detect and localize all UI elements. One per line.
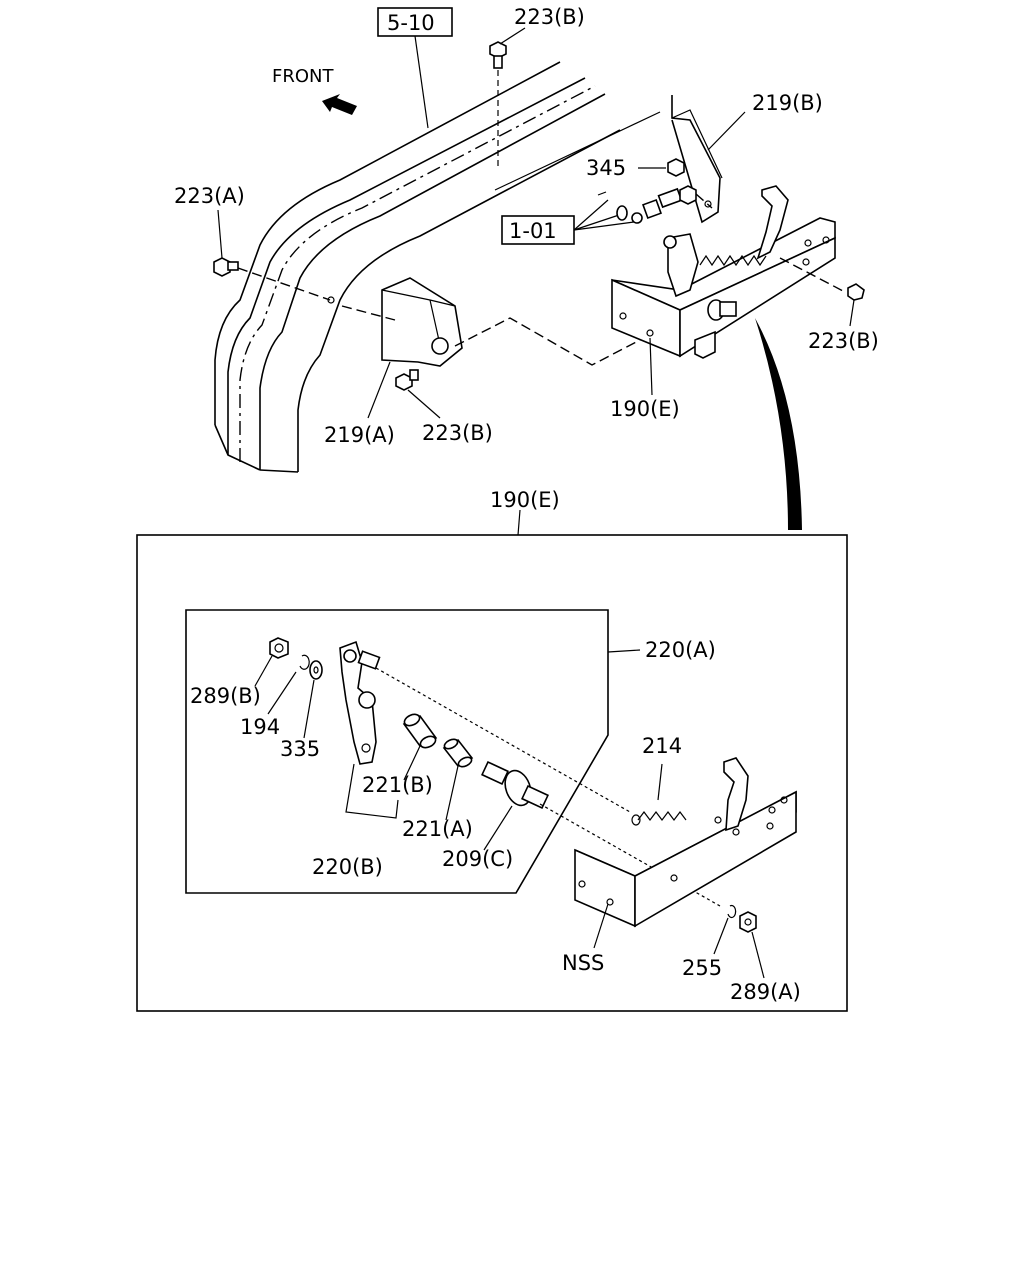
ref-label-1-01: 1-01 [509, 219, 557, 243]
label-220a: 220(A) [645, 638, 716, 662]
bolt-223b-right-icon [847, 283, 865, 327]
nut-289a-icon [739, 911, 765, 979]
ref-label-5-10: 5-10 [387, 11, 435, 35]
label-nss: NSS [562, 951, 604, 975]
label-223b-right: 223(B) [808, 329, 879, 353]
label-223a: 223(A) [174, 184, 245, 208]
subassembly-220a-leader [607, 649, 641, 653]
bushing-221b-icon [402, 713, 438, 781]
label-289a: 289(A) [730, 980, 801, 1004]
bolt-223b-top-icon [489, 27, 526, 170]
lever-220b [339, 640, 631, 819]
label-255: 255 [682, 956, 722, 980]
nut-289b-icon [254, 637, 289, 687]
ref-box-5-10 [377, 7, 453, 129]
snap-ring-255-icon [713, 904, 737, 955]
label-289b: 289(B) [190, 684, 261, 708]
detail-frame [136, 534, 848, 1012]
front-label: FRONT [272, 66, 334, 87]
detail-callout-arrow [755, 318, 802, 530]
label-219a: 219(A) [324, 423, 395, 447]
label-345: 345 [586, 156, 626, 180]
label-221a: 221(A) [402, 817, 473, 841]
cable-end-icon [597, 185, 713, 224]
label-194: 194 [240, 715, 280, 739]
snap-ring-194-icon [267, 654, 310, 715]
label-214: 214 [642, 734, 682, 758]
spring-214-icon [631, 763, 687, 826]
label-223b-top: 223(B) [514, 5, 585, 29]
label-219b: 219(B) [752, 91, 823, 115]
bolt-223b-mid-icon [395, 369, 441, 419]
label-209c: 209(C) [442, 847, 513, 871]
pin-209c-icon [481, 760, 721, 907]
bracket-219b [671, 95, 746, 224]
bracket-nss [574, 757, 797, 949]
bushing-221a-icon [442, 738, 474, 821]
label-190e: 190(E) [610, 397, 680, 421]
bracket-219a [341, 277, 641, 419]
label-223b-mid: 223(B) [422, 421, 493, 445]
front-arrow-icon [322, 94, 357, 115]
label-221b: 221(B) [362, 773, 433, 797]
ref-box-1-01 [501, 199, 635, 245]
frame-rail [214, 61, 661, 473]
label-335: 335 [280, 737, 320, 761]
nut-345-icon [638, 158, 685, 177]
subassembly-frame-220a [185, 609, 609, 894]
washer-335-icon [303, 660, 323, 739]
bracket-assembly-190e [611, 185, 846, 396]
label-220b: 220(B) [312, 855, 383, 879]
label-190e-detail: 190(E) [490, 488, 560, 512]
detail-frame-leader [517, 509, 521, 536]
bolt-223a-icon [213, 209, 335, 304]
